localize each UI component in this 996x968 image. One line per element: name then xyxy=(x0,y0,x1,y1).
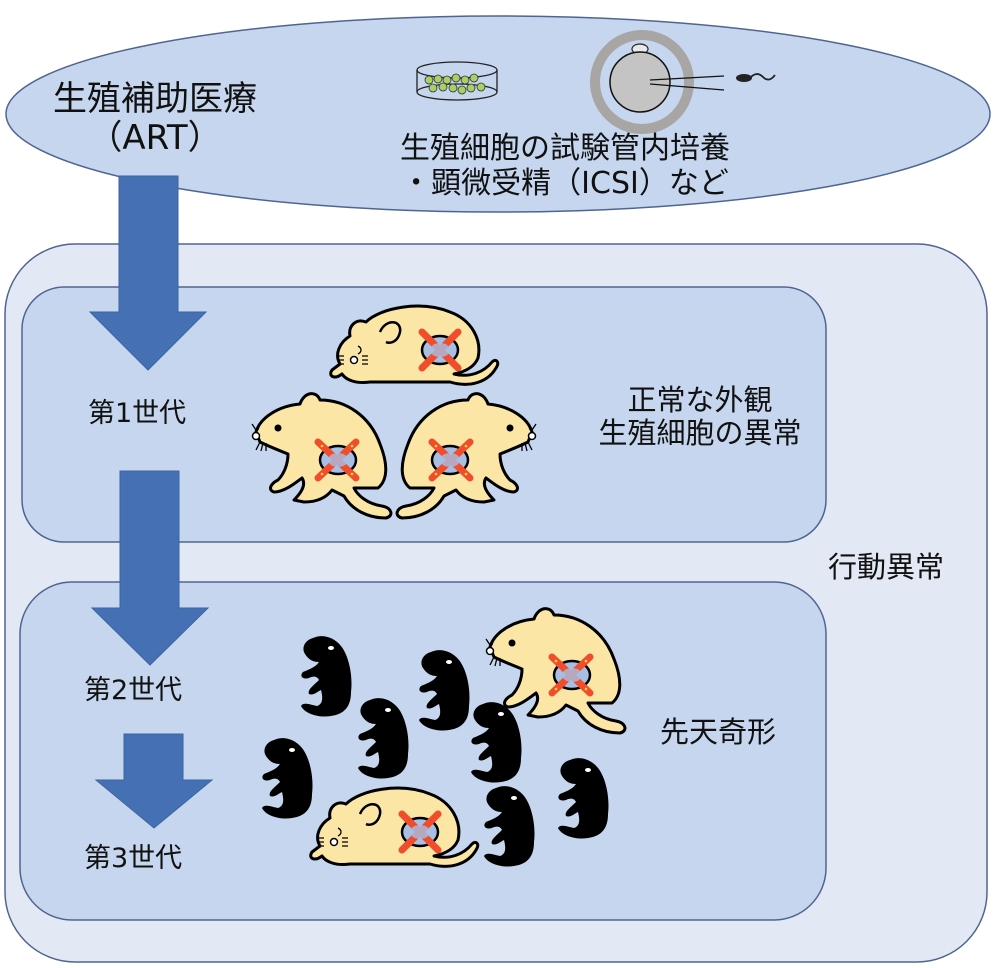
oocyte-icsi-icon xyxy=(590,30,725,134)
congenital-malformation-label: 先天奇形 xyxy=(660,715,777,749)
art-subtitle-line1: 生殖細胞の試験管内培養 xyxy=(400,131,730,166)
generation-2-label: 第2世代 xyxy=(84,675,183,706)
art-title-line1: 生殖補助医療 xyxy=(53,79,257,119)
behavioral-abnormality-label: 行動異常 xyxy=(828,550,945,584)
normal-appearance-text: 正常な外観 xyxy=(627,383,773,417)
arrow-gen1-to-gen2 xyxy=(90,470,210,666)
art-subtitle: 生殖細胞の試験管内培養 ・顕微受精（ICSI）など xyxy=(370,131,760,201)
petri-dish-icon xyxy=(416,61,498,101)
generation-3-label: 第3世代 xyxy=(84,843,183,874)
sperm-icon xyxy=(736,73,776,82)
art-ellipse xyxy=(5,15,991,213)
art-subtitle-line2: ・顕微受精（ICSI）など xyxy=(401,165,729,201)
generation-2-3-box xyxy=(19,581,827,921)
generation-1-note: 正常な外観 生殖細胞の異常 xyxy=(580,383,820,451)
arrow-gen2-to-gen3 xyxy=(94,733,214,829)
germ-cell-abnormality-text: 生殖細胞の異常 xyxy=(598,416,802,451)
arrow-art-to-gen1 xyxy=(88,175,208,371)
art-title: 生殖補助医療 （ART） xyxy=(20,79,290,159)
generation-1-box xyxy=(21,286,827,543)
generation-1-label: 第1世代 xyxy=(88,398,187,429)
art-title-line2: （ART） xyxy=(88,118,222,159)
